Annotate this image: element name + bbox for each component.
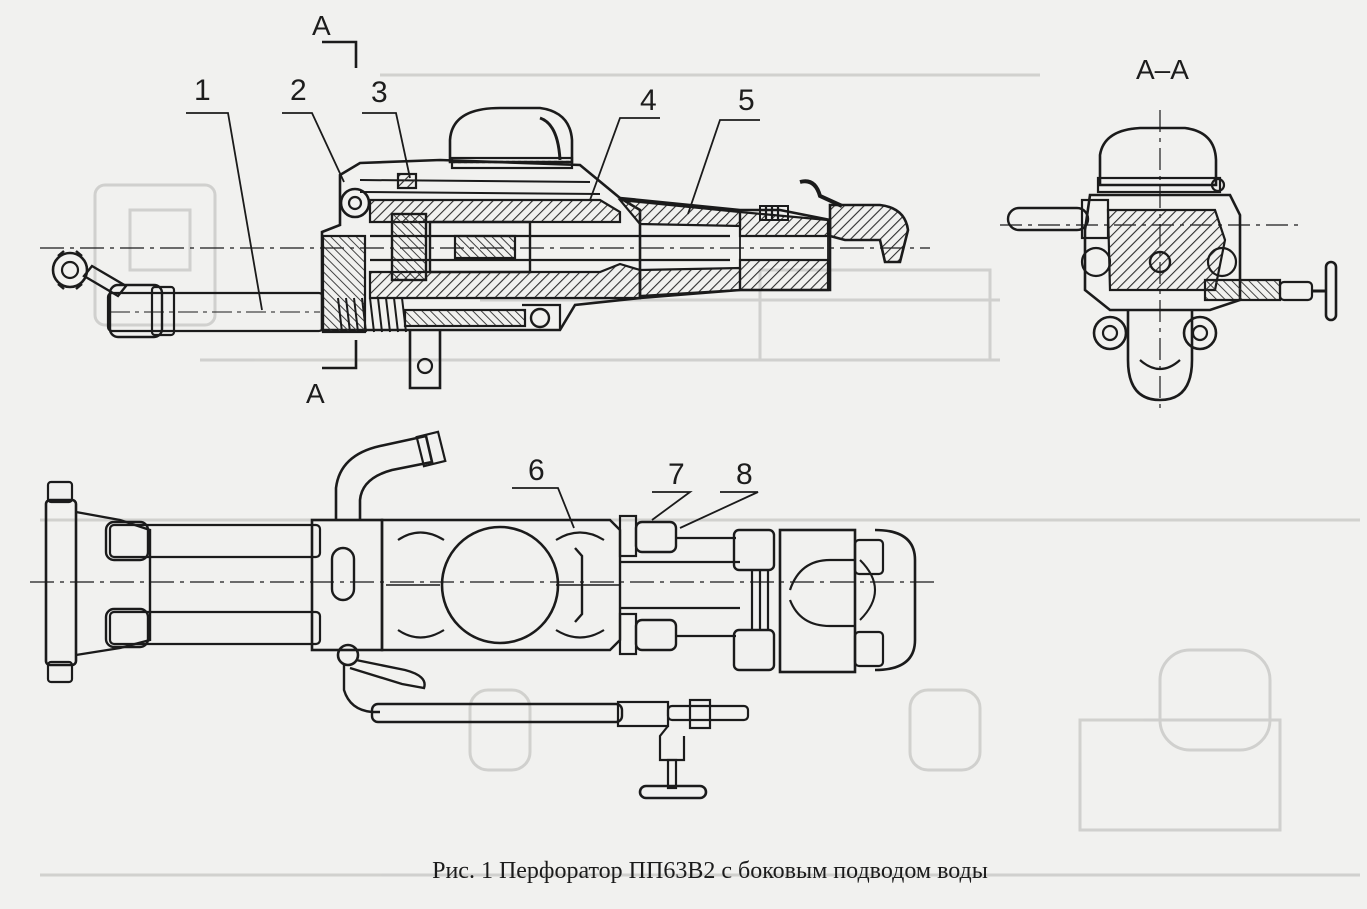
water-valve-stem — [666, 758, 678, 790]
end-foot — [1126, 310, 1194, 402]
callout-2: 2 — [290, 74, 307, 107]
callout-8: 8 — [736, 458, 753, 491]
bleed-through-ghost — [40, 73, 1360, 877]
air-hose-elbow — [334, 434, 434, 520]
water-valve-handwheel — [638, 784, 708, 800]
callout-3: 3 — [371, 76, 388, 109]
callout-4: 4 — [640, 84, 657, 117]
handle-tube-upper — [108, 523, 322, 559]
end-body — [1083, 193, 1242, 312]
plan-view — [30, 430, 940, 800]
callout-1: 1 — [194, 74, 211, 107]
valve-knob — [51, 251, 89, 289]
end-section-view — [1000, 110, 1338, 410]
side-section-view — [40, 40, 930, 390]
handle-tube-lower — [108, 610, 322, 646]
end-dome — [1098, 126, 1218, 187]
section-view-title: A–A — [1136, 54, 1189, 85]
callout-5: 5 — [738, 84, 755, 117]
muffler-dome — [448, 106, 574, 164]
end-side-handle — [1006, 206, 1090, 232]
rear-handle-plate — [44, 498, 78, 667]
dome-plan — [440, 525, 560, 645]
callout-7: 7 — [668, 458, 685, 491]
figure-caption: Рис. 1 Перфоратор ПП63В2 с боковым подво… — [432, 858, 988, 884]
section-mark-bottom: A — [306, 378, 325, 409]
bit-retainer — [828, 203, 910, 264]
piston — [428, 220, 532, 274]
callout-6: 6 — [528, 454, 545, 487]
end-water-valve-wheel — [1324, 260, 1338, 322]
rear-block — [310, 518, 384, 652]
water-tube — [370, 702, 624, 724]
section-cut-bottom — [322, 340, 358, 370]
leader-lines — [186, 112, 760, 529]
section-mark-top: A — [312, 10, 331, 41]
mount-bracket — [408, 330, 442, 390]
front-retainer-plan — [874, 528, 917, 672]
section-cut-top — [322, 40, 358, 68]
front-head — [778, 528, 857, 674]
